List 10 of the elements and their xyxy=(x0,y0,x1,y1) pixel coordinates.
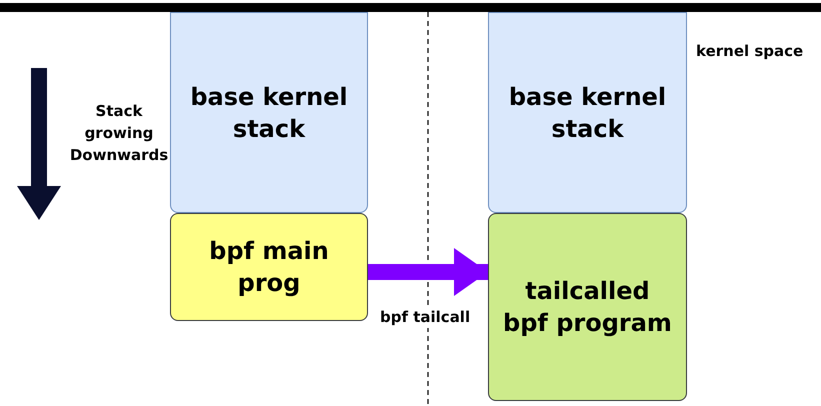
box-text: base kernel stack xyxy=(189,82,349,144)
stack-frame-box xyxy=(488,12,687,213)
box-text: bpf main prog xyxy=(208,236,330,299)
box-text: base kernel stack xyxy=(508,82,668,144)
note-text: kernel space xyxy=(696,41,804,62)
stack-frame-box xyxy=(170,213,368,321)
stack-frame-box xyxy=(170,12,368,213)
note-text: Stack growing Downwards xyxy=(68,101,170,166)
stack-frame-box xyxy=(488,213,687,401)
box-text: tailcalled bpf program xyxy=(502,276,672,339)
